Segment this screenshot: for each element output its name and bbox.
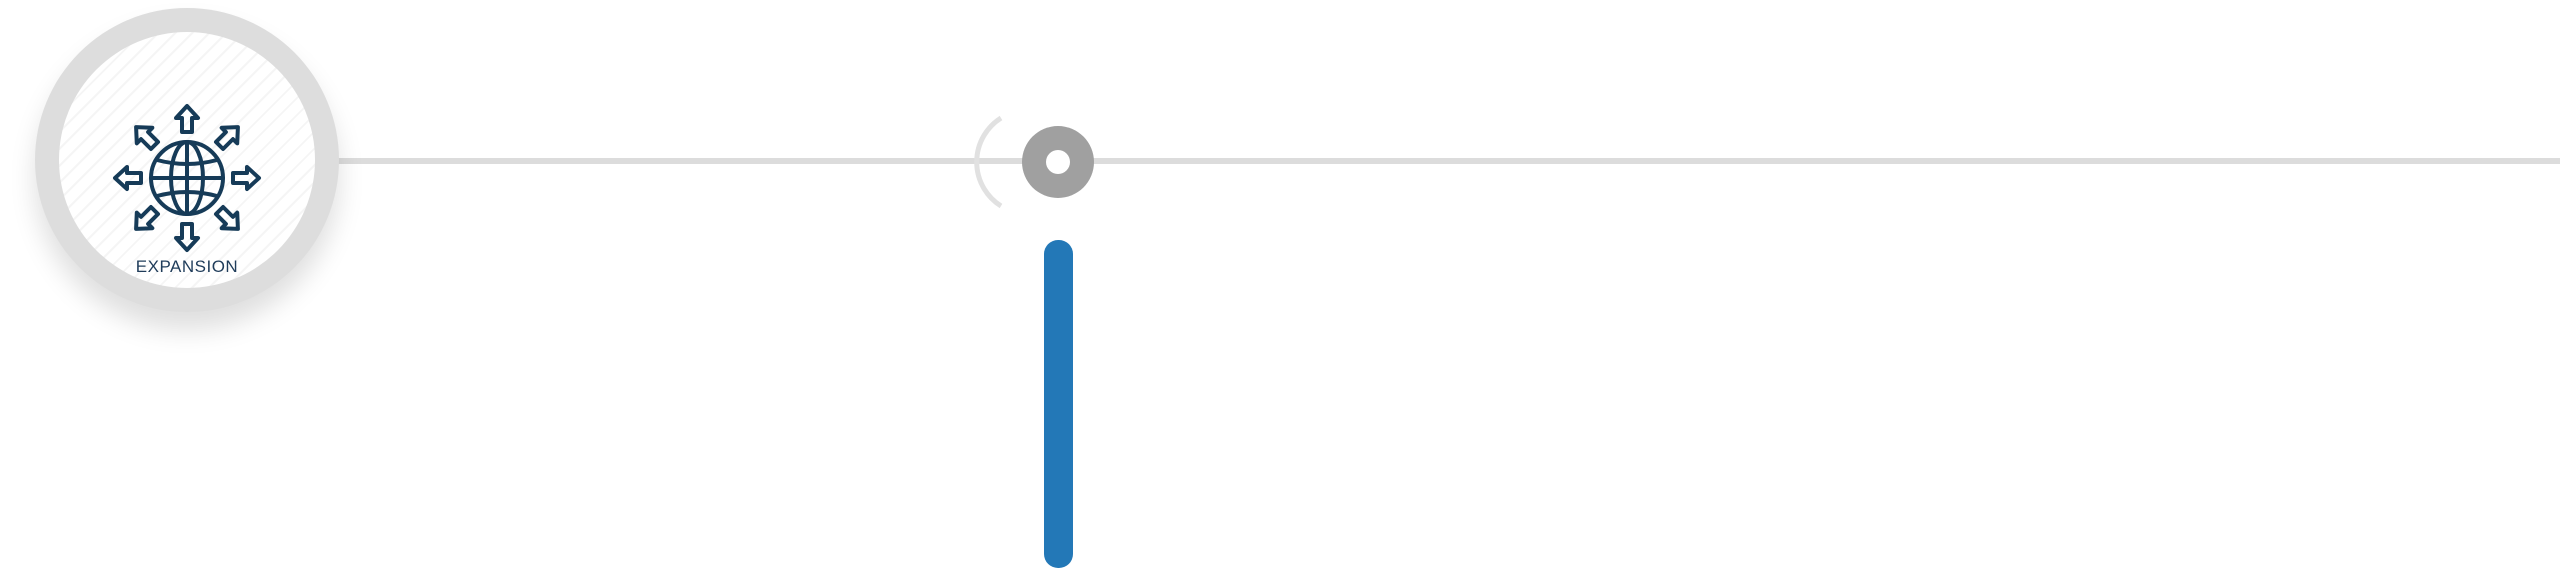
badge-label: EXPANSION [135, 257, 239, 276]
timeline-marker[interactable] [1022, 126, 1094, 198]
globe-expansion-icon [113, 104, 261, 252]
timeline-marker-center [1046, 150, 1070, 174]
marker-arc-icon [974, 115, 1003, 209]
timeline-progress-bar [1044, 240, 1073, 568]
timeline-line [300, 158, 2560, 164]
expansion-badge[interactable]: EXPANSION [35, 8, 339, 312]
badge-inner-circle: EXPANSION [59, 32, 315, 288]
